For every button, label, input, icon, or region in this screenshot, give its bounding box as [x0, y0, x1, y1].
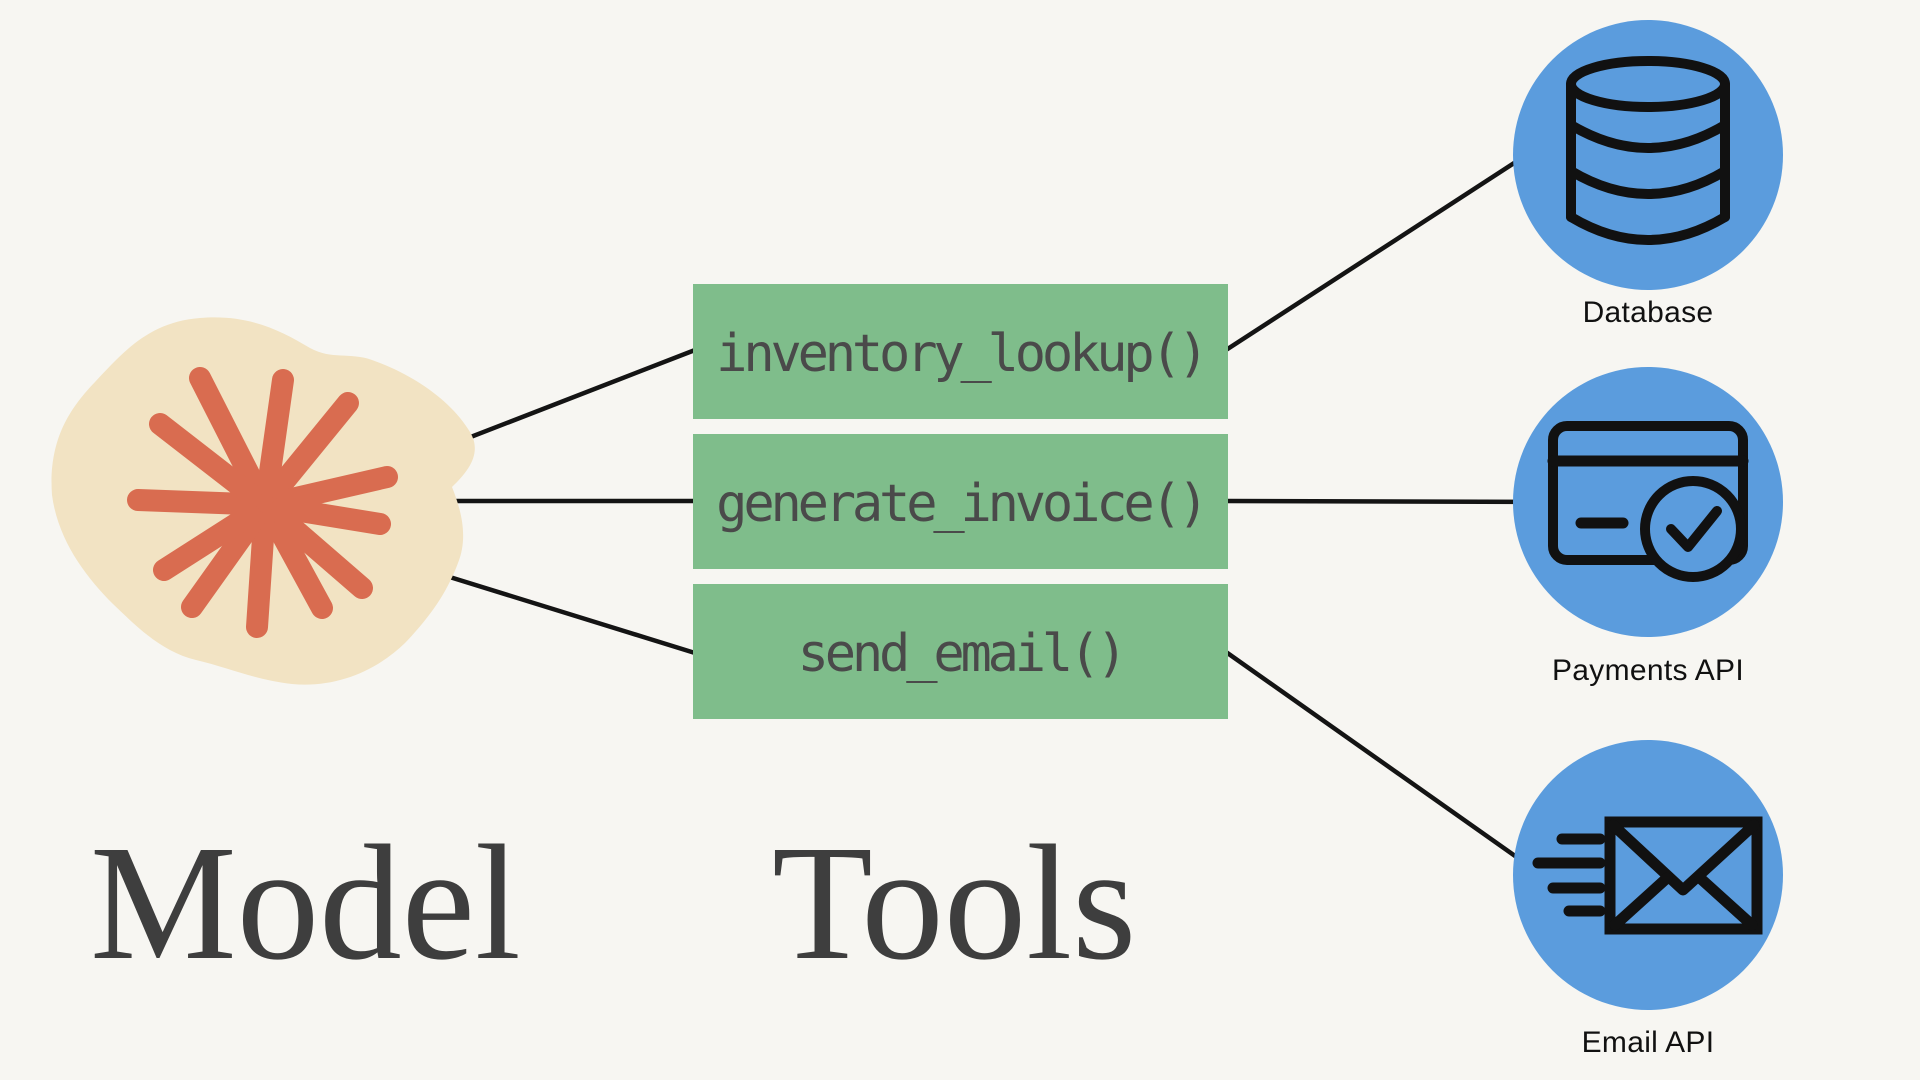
database-cylinder-icon	[1566, 56, 1730, 245]
service-label-payments: Payments API	[1551, 654, 1745, 687]
connector-inventory-database	[1223, 140, 1548, 353]
service-label-email: Email API	[1581, 1026, 1715, 1059]
tool-label: generate_invoice()	[716, 474, 1209, 534]
connector-model-inventory	[429, 347, 698, 455]
tool-label: inventory_lookup()	[716, 324, 1209, 384]
tool-label: send_email()	[797, 624, 1128, 684]
connector-email-emailapi	[1223, 649, 1538, 873]
credit-card-check-icon	[1547, 421, 1749, 582]
tool-box-generate-invoice: generate_invoice()	[693, 434, 1228, 569]
starburst-icon	[127, 367, 398, 638]
model-to-tool-connectors	[429, 347, 698, 656]
fast-envelope-icon	[1532, 816, 1763, 935]
tool-box-inventory-lookup: inventory_lookup()	[693, 284, 1228, 419]
connector-model-email	[437, 571, 698, 656]
tool-to-service-connectors	[1223, 140, 1568, 873]
connector-invoice-payments	[1223, 498, 1568, 505]
tool-box-send-email: send_email()	[693, 584, 1228, 719]
title-model: Model	[90, 811, 521, 994]
service-label-database: Database	[1582, 296, 1714, 329]
service-circle-email	[1513, 740, 1783, 1010]
title-tools: Tools	[772, 811, 1137, 994]
